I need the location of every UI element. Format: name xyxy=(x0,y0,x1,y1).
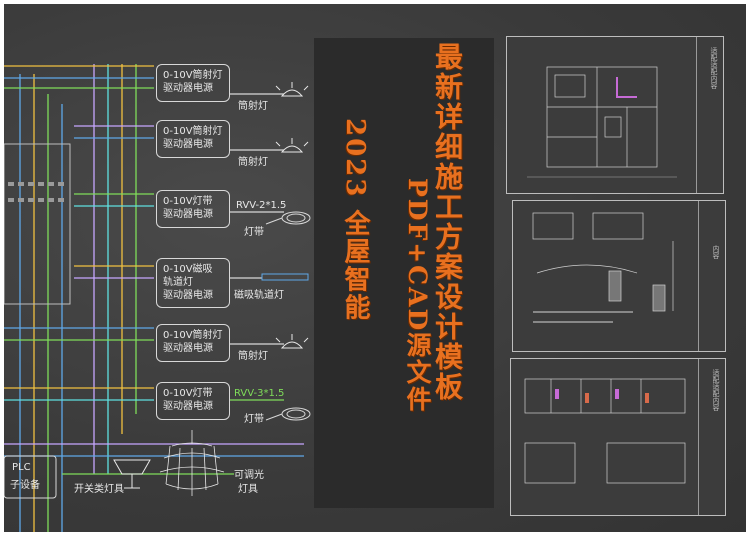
downlight-icons xyxy=(275,82,309,349)
chandelier-icon xyxy=(159,430,225,496)
label-dimmable: 可调光 xyxy=(234,470,264,481)
label-plc-sub: 子设备 xyxy=(10,480,40,491)
title-main: 最新详细施工方案设计模板 xyxy=(431,42,464,402)
drawing-sheet-1: 适配适配内容 xyxy=(506,36,724,194)
box-line: 0-10V筒射灯 xyxy=(163,126,223,137)
box-line: 0-10V灯带 xyxy=(163,196,213,207)
box-line: 0-10V灯带 xyxy=(163,388,213,399)
label-switch-lamp: 开关类灯具 xyxy=(74,484,124,495)
box-line: 驱动器电源 xyxy=(163,209,213,220)
box-line: 轨道灯 xyxy=(163,277,193,288)
box-line: 驱动器电源 xyxy=(163,343,213,354)
sheet-side-panel xyxy=(698,201,725,351)
label-downlight-1: 筒射灯 xyxy=(238,101,268,112)
label-strip-1: 灯带 xyxy=(244,227,264,238)
label-downlight-2: 筒射灯 xyxy=(238,157,268,168)
sheet-side-text: 适配适配内容 xyxy=(710,47,718,89)
title-year-topic: 2023 全屋智能 xyxy=(340,118,370,322)
drawing-sheet-2: 内容 xyxy=(512,200,726,352)
box-line: 0-10V磁吸 xyxy=(163,264,213,275)
title-file: PDF+CAD源文件 xyxy=(403,178,432,414)
label-cable-1: RVV-2*1.5 xyxy=(236,200,287,211)
sheet-side-text: 内容 xyxy=(712,245,720,259)
box-line: 0-10V筒射灯 xyxy=(163,330,223,341)
table-lamp-icon xyxy=(113,459,151,489)
driver-box-strip-2: 0-10V灯带 驱动器电源 xyxy=(156,382,230,420)
driver-box-downlight-3: 0-10V筒射灯 驱动器电源 xyxy=(156,324,230,362)
schematic-drawing xyxy=(524,378,686,484)
label-dimmable-sub: 灯具 xyxy=(238,484,258,495)
box-line: 驱动器电源 xyxy=(163,139,213,150)
detail-drawing xyxy=(532,212,674,323)
sheet-side-panel xyxy=(698,359,725,515)
driver-box-strip-1: 0-10V灯带 驱动器电源 xyxy=(156,190,230,228)
driver-box-downlight-2: 0-10V筒射灯 驱动器电源 xyxy=(156,120,230,158)
label-downlight-3: 筒射灯 xyxy=(238,351,268,362)
chalkboard-background: 0-10V筒射灯 驱动器电源 0-10V筒射灯 驱动器电源 0-10V灯带 驱动… xyxy=(4,4,746,532)
label-strip-2: 灯带 xyxy=(244,414,264,425)
driver-box-track: 0-10V磁吸 轨道灯 驱动器电源 xyxy=(156,258,230,308)
led-strip-icons xyxy=(265,211,311,421)
label-cable-2: RVV-3*1.5 xyxy=(234,388,285,399)
sheet-side-panel xyxy=(696,37,723,193)
title-panel: 最新详细施工方案设计模板 2023 全屋智能 PDF+CAD源文件 xyxy=(314,38,494,508)
sheet-side-text: 适配适配内容 xyxy=(712,369,720,411)
track-light-icon xyxy=(261,273,309,281)
wiring-lines xyxy=(4,64,311,532)
box-line: 驱动器电源 xyxy=(163,401,213,412)
box-line: 0-10V筒射灯 xyxy=(163,70,223,81)
driver-box-downlight-1: 0-10V筒射灯 驱动器电源 xyxy=(156,64,230,102)
drawing-sheet-3: 适配适配内容 xyxy=(510,358,726,516)
box-line: 驱动器电源 xyxy=(163,83,213,94)
label-track: 磁吸轨道灯 xyxy=(234,290,284,301)
box-line: 驱动器电源 xyxy=(163,290,213,301)
floorplan-drawing xyxy=(527,66,677,178)
label-plc: PLC xyxy=(12,462,31,473)
